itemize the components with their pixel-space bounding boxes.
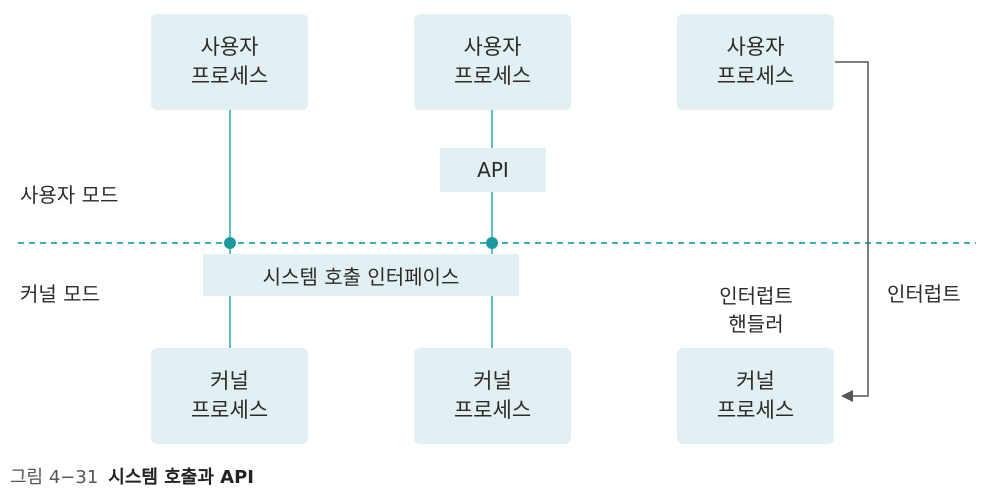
syscall-interface-label: 시스템 호출 인터페이스 xyxy=(262,264,460,289)
kernel-process-box-1: 커널 프로세스 xyxy=(151,348,308,444)
kernel-process-label-line1: 커널 xyxy=(210,369,249,393)
interrupt-arrow-head xyxy=(841,390,853,402)
figure-title: 시스템 호출과 API xyxy=(108,467,254,488)
kernel-process-label-line2: 프로세스 xyxy=(190,398,269,422)
connector-dot-left xyxy=(224,237,236,249)
kernel-mode-label: 커널 모드 xyxy=(20,282,100,306)
kernel-process-box-2: 커널 프로세스 xyxy=(414,348,571,444)
api-label: API xyxy=(477,158,509,182)
interrupt-handler-line1: 인터럽트 xyxy=(719,284,793,308)
figure-caption: 그림 4−31 시스템 호출과 API xyxy=(10,463,254,489)
user-process-label-line1: 사용자 xyxy=(463,35,522,59)
kernel-process-label-line2: 프로세스 xyxy=(716,398,795,422)
user-process-box-3: 사용자 프로세스 xyxy=(677,14,834,110)
interrupt-label: 인터럽트 xyxy=(887,282,961,306)
user-process-label-line2: 프로세스 xyxy=(190,64,269,88)
syscall-interface-bar: 시스템 호출 인터페이스 xyxy=(203,254,519,296)
user-process-box-1: 사용자 프로세스 xyxy=(151,14,308,110)
interrupt-handler-label: 인터럽트 핸들러 xyxy=(706,282,806,338)
user-mode-label: 사용자 모드 xyxy=(20,183,119,207)
user-process-label-line1: 사용자 xyxy=(200,35,259,59)
connector-dot-mid xyxy=(486,237,498,249)
user-process-box-2: 사용자 프로세스 xyxy=(414,14,571,110)
interrupt-handler-line2: 핸들러 xyxy=(728,312,784,336)
interrupt-arrow-path xyxy=(835,61,869,397)
user-process-label-line2: 프로세스 xyxy=(716,64,795,88)
api-box: API xyxy=(440,148,546,192)
kernel-process-label-line1: 커널 xyxy=(473,369,512,393)
kernel-process-label-line1: 커널 xyxy=(736,369,775,393)
kernel-process-box-3: 커널 프로세스 xyxy=(677,348,834,444)
kernel-process-label-line2: 프로세스 xyxy=(453,398,532,422)
figure-number: 그림 4−31 xyxy=(10,467,99,488)
user-process-label-line1: 사용자 xyxy=(726,35,785,59)
user-process-label-line2: 프로세스 xyxy=(453,64,532,88)
